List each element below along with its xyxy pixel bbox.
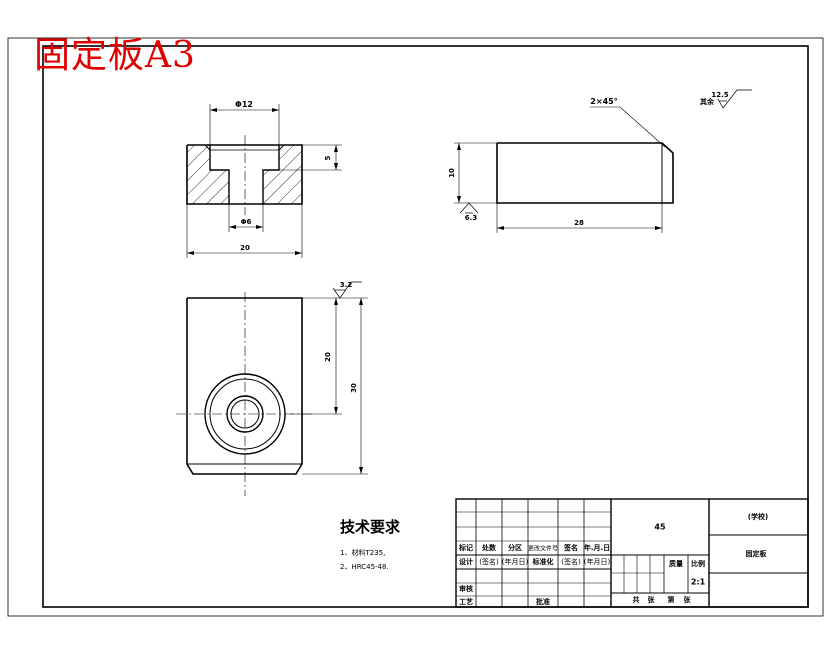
tb-sheet-unit-1: 张	[647, 596, 655, 604]
tb-header-zone: 分区	[508, 544, 522, 552]
tb-part-name: 固定板	[745, 550, 767, 558]
tb-header-sign: 签名	[564, 544, 578, 552]
tb-header-mark: 标记	[459, 544, 473, 552]
tb-standardize-sign: (签名)	[561, 558, 581, 566]
tb-sheet-unit-2: 张	[683, 596, 691, 604]
title-block-grid	[455, 498, 809, 608]
tb-process: 工艺	[459, 598, 473, 606]
roughness-face-value: 6.3	[465, 214, 478, 222]
requirements-heading: 技术要求	[340, 518, 401, 536]
requirement-item-1: 1、材料T235,	[340, 549, 386, 557]
roughness-top-value: 3.2	[340, 281, 353, 289]
roughness-rest-label: 其余	[700, 97, 715, 106]
tb-review: 审核	[459, 585, 473, 593]
dim-top-total: 30	[350, 383, 358, 393]
dim-depth: 5	[324, 155, 332, 160]
tb-design-date: (年月日)	[501, 558, 529, 566]
dim-side-height: 10	[448, 168, 456, 178]
tb-total-sheets: 共	[632, 596, 640, 604]
drawing-title: 固定板A3	[34, 35, 196, 76]
outer-border	[7, 37, 824, 617]
dim-top-center: 20	[324, 352, 332, 362]
dim-side-length: 28	[574, 219, 584, 227]
tb-mass: 质量	[669, 560, 683, 568]
front-section-view	[186, 104, 342, 258]
tb-design: 设计	[459, 558, 473, 566]
tb-standardize-date: (年月日)	[583, 558, 611, 566]
side-view	[454, 89, 752, 233]
tb-standardize: 标准化	[532, 558, 554, 566]
tb-school: (学校)	[747, 513, 769, 521]
tb-design-sign: (签名)	[479, 558, 499, 566]
tb-approve: 批准	[536, 598, 550, 606]
tb-material: 45	[654, 522, 666, 532]
dim-hole: Φ6	[241, 218, 252, 226]
tb-ratio: 比例	[691, 560, 705, 568]
roughness-rest-value: 12.5	[711, 91, 728, 99]
top-view	[176, 281, 368, 496]
inner-border	[42, 45, 809, 608]
dim-counterbore: Φ12	[235, 100, 253, 109]
tb-scale: 2:1	[690, 577, 706, 587]
tb-header-change-doc: 更改文件号	[527, 545, 559, 553]
dim-width: 20	[240, 244, 250, 252]
tb-header-count: 处数	[482, 544, 496, 552]
requirement-item-2: 2、HRC45-48.	[340, 563, 389, 571]
tb-header-date: 年.月.日	[583, 544, 611, 552]
chamfer-note: 2×45°	[590, 97, 617, 106]
tb-sheet-no: 第	[667, 596, 675, 604]
